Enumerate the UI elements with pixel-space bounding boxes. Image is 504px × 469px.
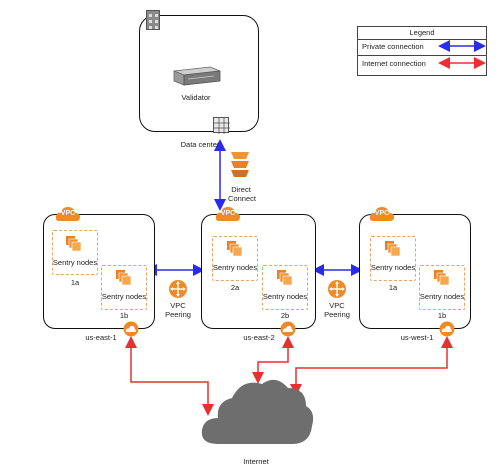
datacenter-label: Data center bbox=[180, 140, 220, 149]
az-label-us-east-1-a: 1a bbox=[70, 278, 80, 287]
legend-arrows bbox=[438, 40, 486, 69]
az-label-us-east-2-b: 2b bbox=[280, 311, 290, 320]
internet-link-east2 bbox=[252, 336, 294, 384]
instances-icon bbox=[385, 241, 401, 257]
vpc-badge-text: VPC bbox=[374, 210, 390, 217]
legend-private-label: Private connection bbox=[362, 42, 424, 51]
region-label-us-east-2: us-east-2 bbox=[243, 333, 275, 342]
sentry-group-us-east-2-b bbox=[262, 265, 308, 310]
instances-icon bbox=[277, 270, 293, 286]
server-icon bbox=[170, 65, 222, 87]
sentry-group-us-east-1-b bbox=[101, 265, 147, 310]
peering-label-2-line1: VPC bbox=[329, 301, 345, 310]
server-label: Validator bbox=[181, 93, 211, 102]
legend-title: Legend bbox=[358, 27, 486, 40]
sentry-group-us-west-1-a bbox=[370, 236, 416, 281]
az-label-us-east-1-b: 1b bbox=[119, 311, 129, 320]
firewall-icon bbox=[213, 117, 230, 134]
peering-icon-2 bbox=[327, 279, 347, 299]
az-label-us-west-1-b: 1b bbox=[437, 311, 447, 320]
az-label-us-west-1-a: 1a bbox=[388, 283, 398, 292]
internet-gateway-icon-us-east-1 bbox=[123, 321, 139, 337]
vpc-badge-text: VPC bbox=[60, 210, 76, 217]
vpc-badge-text: VPC bbox=[220, 210, 236, 217]
direct-connect-label-2: Connect bbox=[228, 194, 256, 203]
instances-icon bbox=[116, 270, 132, 286]
datacenter-box bbox=[139, 15, 259, 132]
internet-gateway-icon-us-east-2 bbox=[280, 321, 296, 337]
sentry-label: Sentry nodes bbox=[262, 292, 308, 301]
sentry-label: Sentry nodes bbox=[419, 292, 465, 301]
internet-link-west1 bbox=[290, 336, 453, 396]
instances-icon bbox=[66, 236, 82, 252]
peering-label-2-line2: Peering bbox=[324, 310, 350, 319]
sentry-group-us-east-1-a bbox=[52, 230, 98, 275]
sentry-group-us-west-1-b bbox=[419, 265, 465, 310]
peering-label-1-line1: VPC bbox=[170, 301, 186, 310]
legend-internet-label: Internet connection bbox=[362, 59, 426, 68]
az-label-us-east-2-a: 2a bbox=[230, 283, 240, 292]
sentry-group-us-east-2-a bbox=[212, 236, 258, 281]
internet-link-east1 bbox=[125, 336, 214, 416]
direct-connect-icon bbox=[229, 150, 251, 180]
internet-gateway-icon-us-west-1 bbox=[439, 321, 455, 337]
building-icon bbox=[146, 10, 160, 30]
sentry-label: Sentry nodes bbox=[370, 263, 416, 272]
region-label-us-west-1: us-west-1 bbox=[400, 333, 434, 342]
sentry-label: Sentry nodes bbox=[212, 263, 258, 272]
vpc-badge-us-east-2: VPC bbox=[215, 205, 241, 223]
legend: Legend Private connection Internet conne… bbox=[357, 26, 487, 76]
instances-icon bbox=[227, 241, 243, 257]
sentry-label: Sentry nodes bbox=[101, 292, 147, 301]
region-label-us-east-1: us-east-1 bbox=[85, 333, 117, 342]
peering-icon-1 bbox=[168, 279, 188, 299]
instances-icon bbox=[434, 270, 450, 286]
vpc-badge-us-west-1: VPC bbox=[369, 205, 395, 223]
internet-label: Internet bbox=[243, 457, 269, 466]
internet-cloud-icon bbox=[196, 372, 316, 452]
direct-connect-label-1: Direct bbox=[231, 185, 251, 194]
sentry-label: Sentry nodes bbox=[52, 258, 98, 267]
peering-label-1-line2: Peering bbox=[165, 310, 191, 319]
vpc-badge-us-east-1: VPC bbox=[55, 205, 81, 223]
